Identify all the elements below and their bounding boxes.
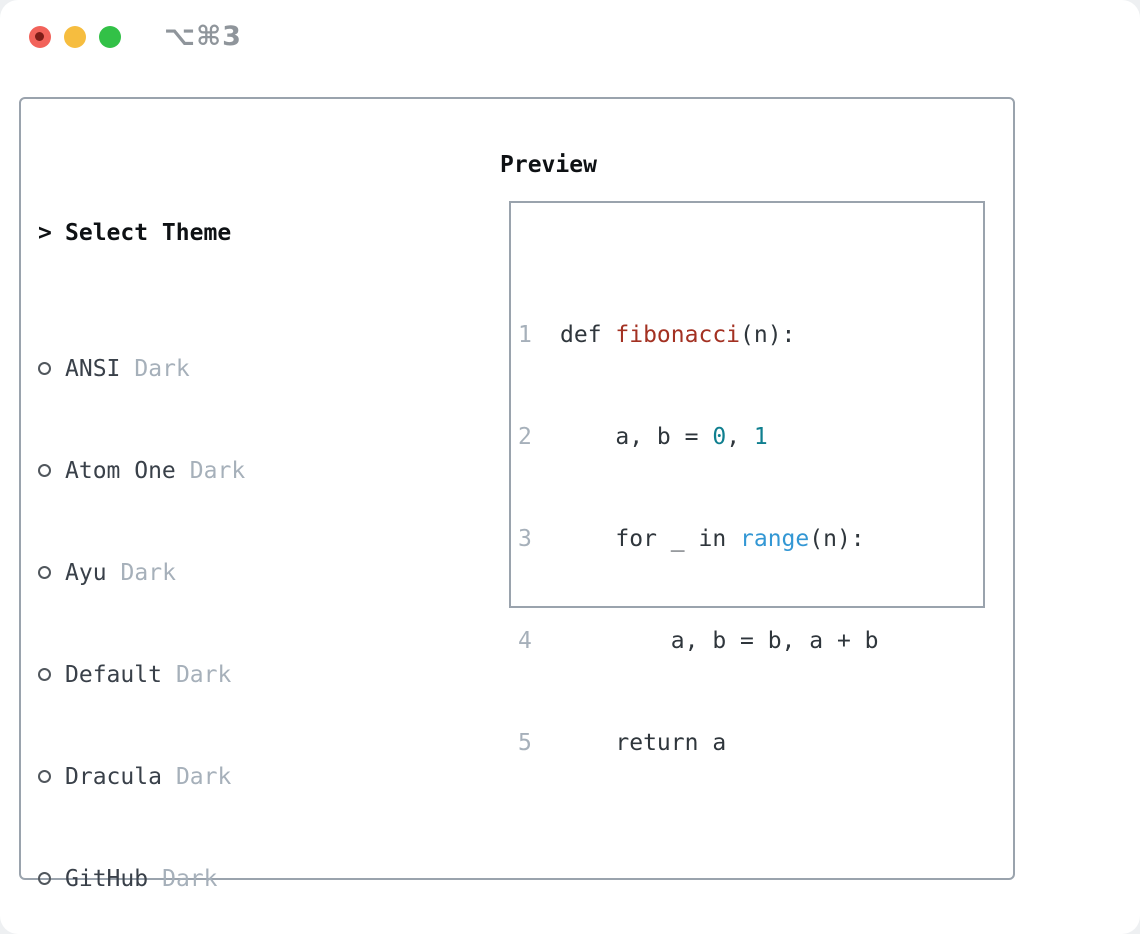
line-number: 2 [518,424,532,450]
preview-box [509,201,985,608]
code-segment: return a [560,730,727,756]
code-line: 5 return a [518,726,962,760]
code-segment: def [560,322,616,348]
select-theme-header-label: Select Theme [65,220,232,246]
minimize-button[interactable] [64,26,86,48]
radio-icon [38,351,65,385]
code-line: 4 a, b = b, a + b [518,624,962,658]
line-number: 3 [518,526,532,552]
theme-option-ansi-dark[interactable]: ANSI Dark [38,352,426,386]
theme-option-label: Default [65,662,162,688]
theme-option-label: ANSI [65,356,121,382]
radio-icon [38,657,65,691]
theme-option-label: Ayu [65,560,107,586]
theme-variant-label: Dark [175,764,232,790]
select-theme-header: > Select Theme [38,216,426,250]
theme-option-default-dark[interactable]: Default Dark [38,658,426,692]
radio-icon [38,453,65,487]
radio-icon [38,555,65,589]
radio-icon [38,861,65,895]
theme-variant-label: Dark [189,458,246,484]
code-segment: for _ in [560,526,741,552]
theme-option-label: Atom One [65,458,176,484]
code-line: 3 for _ in range(n): [518,522,962,556]
radio-icon [38,759,65,793]
diff-context-line: 1 This is a context line. [518,930,962,934]
theme-variant-label: Dark [162,866,218,892]
code-line: 2 a, b = 0, 1 [518,420,962,454]
line-number: 1 [518,930,560,934]
code-segment: (n): [809,526,865,552]
zoom-button[interactable] [99,26,121,48]
code-segment: 1 [753,424,768,450]
code-segment: fibonacci [615,322,741,348]
theme-option-atom-one-dark[interactable]: Atom One Dark [38,454,426,488]
blank-line [518,828,962,862]
preview-header: Preview [500,152,597,178]
code-segment: a, b = b, a + b [560,628,879,654]
theme-option-label: Dracula [65,764,162,790]
theme-option-github-dark[interactable]: GitHub Dark [38,862,426,896]
line-number: 4 [518,628,532,654]
close-button[interactable] [29,26,51,48]
code-segment: 0 [712,424,727,450]
window-title: ⌥⌘3 [164,21,242,52]
theme-variant-label: Dark [175,662,232,688]
theme-variant-label: Dark [134,356,190,382]
code-segment: , [726,424,754,450]
line-number: 1 [518,322,532,348]
code-line: 1 def fibonacci(n): [518,318,962,352]
focus-cursor-icon: > [38,220,52,246]
theme-option-dracula-dark[interactable]: Dracula Dark [38,760,426,794]
code-segment: range [740,526,810,552]
theme-variant-label: Dark [120,560,176,586]
theme-option-label: GitHub [65,866,149,892]
code-segment: a, b = [560,424,713,450]
theme-option-ayu-dark[interactable]: Ayu Dark [38,556,426,590]
line-number: 5 [518,730,532,756]
code-segment: (n): [740,322,796,348]
